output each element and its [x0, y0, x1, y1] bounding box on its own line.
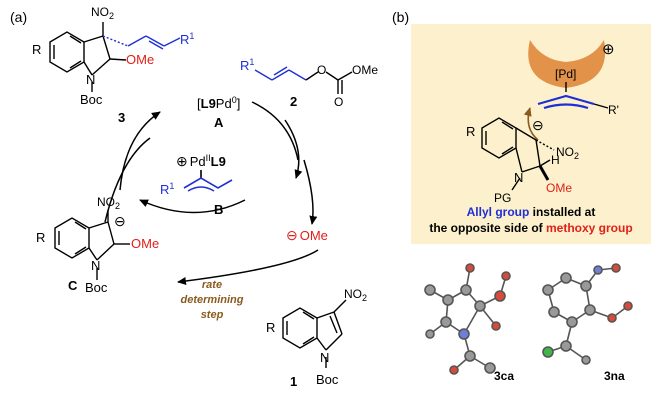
crystal-label-3na: 3na [604, 369, 625, 383]
allyl-r-prime: R' [608, 103, 619, 117]
caption-line-1: Allyl group installed at [467, 205, 596, 219]
crystal-structure-3ca [424, 263, 511, 375]
crystal-structure-3na [542, 263, 633, 365]
arrow-catalyst-to-pi-allyl [251, 101, 299, 161]
panel-b-carbanion: ⊖ [532, 117, 544, 133]
rds-line-3: step [201, 309, 224, 321]
carbonate-o2: O [334, 95, 343, 109]
intermediate-n: N [91, 258, 100, 273]
intermediate-ome: OMe [131, 236, 159, 251]
product-benzene-ring [49, 31, 85, 73]
pd-positive-charge: ⊕ [602, 41, 615, 58]
panel-a: (a) R NO2 R1 N OMe Boc 3 [L9Pd0] [10, 5, 378, 389]
pd-ligand-shape [528, 40, 606, 88]
arrow-pi-allyl-to-product [139, 199, 246, 214]
nitroindole-r: R [266, 320, 275, 335]
arrow-carbonate-entry [284, 119, 303, 179]
intermediate-letter: C [68, 278, 78, 293]
carbonate-ome: OMe [352, 63, 378, 77]
panel-b-no2: NO2 [556, 145, 579, 161]
catalyst-label: [L9Pd0] [197, 95, 240, 111]
pi-allyl-pd-label: ⊕PdIIL9 [176, 153, 226, 169]
arrow-to-product [119, 111, 161, 191]
intermediate-benzene-ring [54, 217, 90, 259]
panel-b-allyl [537, 94, 595, 110]
pd-label: [Pd] [555, 67, 576, 81]
pi-allyl-r1: R1 [160, 181, 174, 197]
attack-arrow [523, 107, 539, 141]
arrow-rds [177, 249, 319, 285]
intermediate-no2: NO2 [97, 195, 120, 211]
allyl-r-prime-bond [593, 103, 609, 109]
rds-line-1: rate [202, 279, 222, 291]
product-ome: OMe [126, 52, 154, 67]
panel-b-h: H [551, 153, 560, 167]
panel-b-pg: PG [494, 191, 511, 205]
allyl-r1: R1 [240, 57, 254, 73]
product-boc: Boc [80, 92, 103, 107]
allyl-carbonate-structure [254, 66, 353, 94]
nitroindole-no2: NO2 [344, 287, 367, 303]
rds-label: rate determining step [181, 279, 244, 321]
catalytic-cycle-arrows [104, 101, 319, 285]
methoxide-label: ⊖OMe [286, 227, 328, 243]
panel-b: (b) ⊕ [Pd] R' R ⊖ NO2 [392, 9, 651, 383]
caption-line-2: the opposite side of methoxy group [429, 221, 632, 235]
product-c3-bond [83, 35, 104, 43]
nitroindole-benzene-ring [282, 307, 318, 349]
panel-b-n: N [514, 170, 523, 185]
nitroindole-boc: Boc [316, 372, 339, 387]
arrow-intermediate-up [104, 137, 151, 223]
crystal-label-3ca: 3ca [494, 369, 514, 383]
carbonate-o: O [317, 63, 326, 77]
panel-b-r: R [466, 124, 475, 139]
rds-line-2: determining [181, 294, 244, 306]
nitroindole-n: N [320, 350, 329, 365]
product-r-label: R [32, 42, 41, 57]
product-3-structure [49, 22, 181, 92]
panel-a-label: (a) [10, 9, 27, 25]
panel-b-indoline [481, 117, 555, 191]
pi-allyl-ligand [183, 170, 233, 192]
intermediate-carbanion: ⊖ [114, 213, 126, 229]
intermediate-boc: Boc [85, 280, 108, 295]
allyl-carbonate-number: 2 [290, 94, 297, 109]
nitroindole-number: 1 [290, 374, 297, 389]
intermediate-c-structure [54, 210, 130, 280]
arrow-methoxide-release [303, 159, 318, 225]
panel-b-label: (b) [392, 9, 409, 25]
product-number: 3 [118, 110, 125, 125]
product-r1: R1 [180, 31, 194, 47]
nitroindole-1-structure [282, 299, 347, 368]
product-n: N [86, 72, 95, 87]
intermediate-r: R [36, 230, 45, 245]
catalyst-letter: A [214, 115, 224, 130]
product-no2: NO2 [91, 5, 114, 21]
panel-b-ome: OMe [546, 181, 572, 195]
